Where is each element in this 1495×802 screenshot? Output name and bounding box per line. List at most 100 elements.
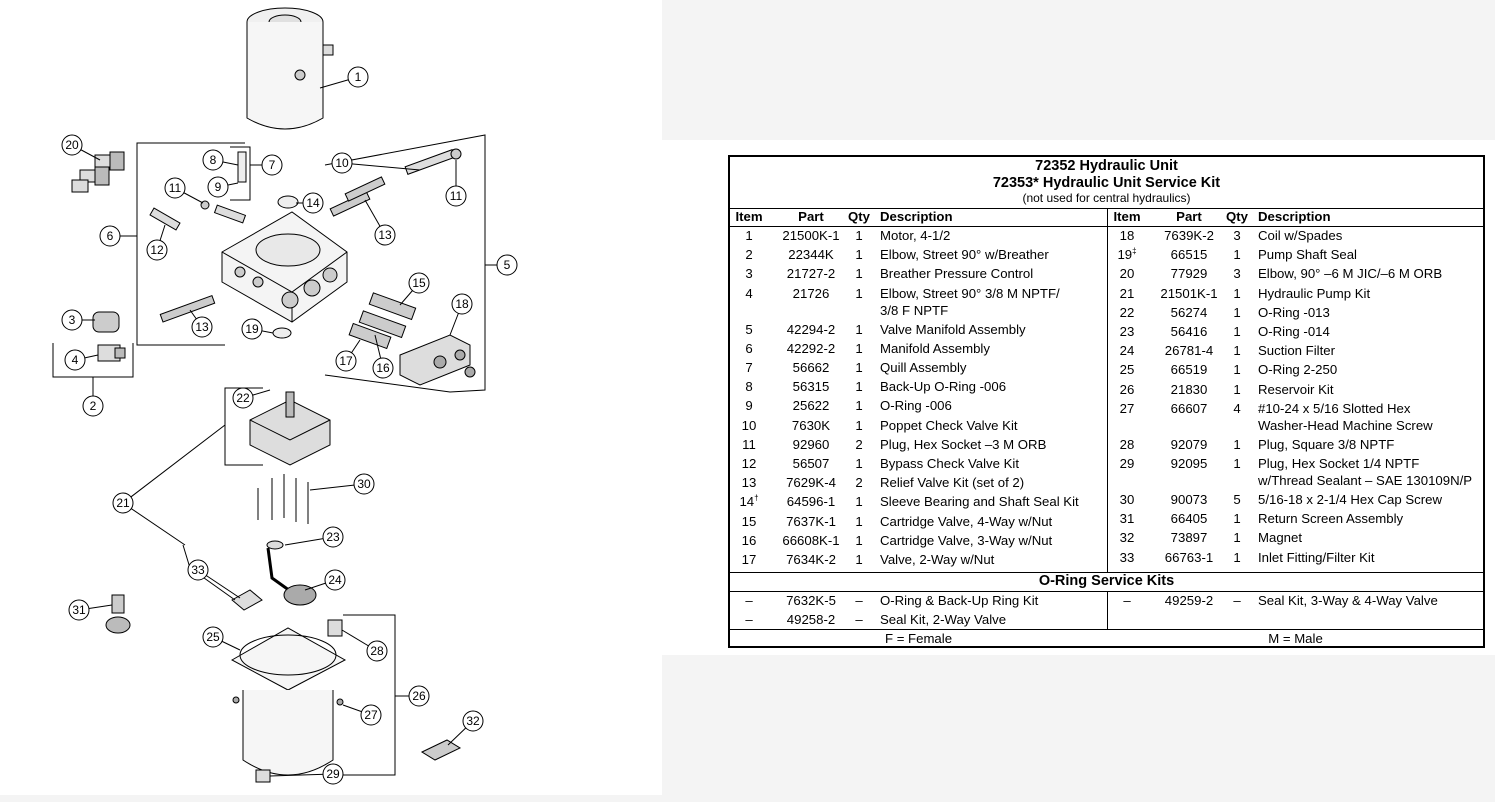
- cell-desc: Seal Kit, 2-Way Valve: [880, 612, 1007, 628]
- cell-part: 56416: [1170, 324, 1208, 339]
- cell-part: 26781-4: [1164, 343, 1214, 359]
- cell-part: 66515: [1170, 247, 1208, 263]
- cell-part: 66519: [1170, 362, 1208, 378]
- callout-circle-12: [146, 239, 168, 261]
- cell-desc: 3/8 F NPTF: [880, 302, 949, 318]
- cell-desc: Suction Filter: [1258, 343, 1335, 359]
- cell-desc: Pump Shaft Seal: [1258, 247, 1357, 263]
- callout-label-23: 23: [326, 530, 340, 544]
- cell-qty: 4: [1233, 400, 1241, 416]
- callout-label-7: 7: [269, 158, 276, 172]
- cell-item: 19‡: [1117, 246, 1137, 263]
- cell-qty: 1: [1233, 247, 1241, 263]
- cell-item: 21: [1119, 285, 1135, 301]
- cell-part: 56507: [792, 456, 830, 471]
- cell-item: 2: [745, 247, 753, 263]
- cell-desc: Motor, 4-1/2: [880, 228, 951, 243]
- cell-part: 66405: [1170, 511, 1208, 527]
- cell-qty: 1: [1233, 549, 1241, 565]
- cell-item: 3: [745, 266, 753, 282]
- cell-desc: Breather Pressure Control: [880, 266, 1034, 282]
- cell-desc: w/Thread Sealant – SAE 130109N/P: [1258, 473, 1473, 488]
- cell-item: 33: [1119, 549, 1135, 565]
- cell-part: Part: [1176, 209, 1202, 224]
- cell-desc: Relief Valve Kit (set of 2): [880, 475, 1025, 491]
- cell-qty: 1: [855, 532, 863, 548]
- callout-circle-5: [496, 254, 518, 276]
- cell-item: 11: [742, 436, 756, 452]
- cell-qty: 2: [855, 436, 863, 452]
- callout-circle-11: [445, 185, 467, 207]
- manifold-block-part: [221, 211, 348, 323]
- cell-desc: O-Ring -013: [1258, 304, 1330, 320]
- footnote-mark: ‡: [1132, 246, 1137, 256]
- cell-desc: Bypass Check Valve Kit: [880, 456, 1020, 471]
- cell-desc: Elbow, Street 90° w/Breather: [880, 247, 1049, 263]
- cell-part: 21501K-1: [1160, 285, 1218, 301]
- callout-circle-26: [408, 685, 430, 707]
- cell-item: Item: [1113, 209, 1141, 224]
- cell-part: 7629K-4: [786, 475, 836, 491]
- cell-qty: 1: [1233, 343, 1241, 359]
- cell-desc: Description: [880, 209, 953, 224]
- cell-part: 90073: [1170, 492, 1208, 507]
- cell-qty: 1: [855, 247, 863, 263]
- cell-desc: Quill Assembly: [880, 360, 967, 375]
- cell-item: 9: [745, 398, 753, 414]
- cell-part: 64596-1: [786, 494, 836, 510]
- callout-label-24: 24: [328, 573, 342, 587]
- cell-part: 21727-2: [786, 266, 836, 282]
- cell-desc: Washer-Head Machine Screw: [1258, 417, 1433, 433]
- callout-circle-4: [64, 349, 86, 371]
- cell-qty: 1: [1233, 362, 1241, 378]
- cell-part: 22344K: [788, 247, 834, 263]
- diagram-svg: 1234567891011111213131415161718192021222…: [52, 7, 518, 785]
- callout-label-13: 13: [378, 228, 392, 242]
- cell-qty: 1: [855, 321, 863, 337]
- callout-label-11: 11: [169, 181, 182, 195]
- callout-circle-15: [408, 272, 430, 294]
- cell-part: 7630K: [791, 417, 831, 433]
- cell-desc: Inlet Fitting/Filter Kit: [1258, 549, 1375, 565]
- cell-desc: Cartridge Valve, 4-Way w/Nut: [880, 513, 1053, 529]
- callout-label-4: 4: [72, 353, 79, 367]
- cell-qty: Qty: [848, 209, 870, 224]
- cell-qty: 1: [855, 398, 863, 414]
- legend-male: M = Male: [1268, 631, 1323, 646]
- cell-qty: 1: [1233, 456, 1241, 471]
- cell-part: 92960: [792, 436, 830, 452]
- cell-qty: 1: [855, 513, 863, 529]
- cell-item: 17: [741, 552, 757, 567]
- cell-qty: 1: [855, 552, 863, 567]
- table-row: 19‡ 66515 1 Pump Shaft Seal: [730, 246, 1483, 265]
- cell-item: 8: [745, 379, 753, 395]
- cell-qty: 1: [1233, 324, 1241, 339]
- cell-item: 7: [745, 360, 753, 375]
- callout-circle-25: [202, 626, 224, 648]
- cell-desc: Elbow, 90° –6 M JIC/–6 M ORB: [1258, 266, 1443, 282]
- cell-desc: O-Ring -006: [880, 398, 952, 414]
- callout-label-6: 6: [107, 229, 114, 243]
- cell-item: 18: [1119, 228, 1135, 243]
- cell-qty: –: [855, 612, 863, 628]
- cell-part: 42294-2: [786, 321, 836, 337]
- cell-desc: Valve Manifold Assembly: [880, 321, 1026, 337]
- cell-item: 24: [1119, 343, 1135, 359]
- cell-part: 92095: [1170, 456, 1208, 471]
- cell-desc: Plug, Hex Socket –3 M ORB: [880, 436, 1047, 452]
- callout-label-1: 1: [355, 70, 362, 84]
- callout-circle-7: [261, 154, 283, 176]
- callout-circle-16: [372, 357, 394, 379]
- cell-qty: 1: [855, 228, 863, 243]
